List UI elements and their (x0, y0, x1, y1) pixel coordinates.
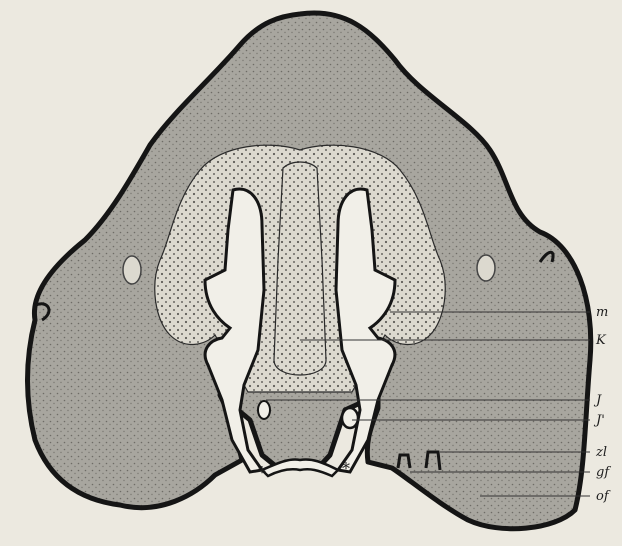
lateral-vessel-right (477, 255, 495, 281)
marker-star-left: * (258, 463, 266, 482)
label-J: J (593, 393, 602, 408)
label-m: m (596, 305, 608, 320)
vomeronasal-organ-left (258, 401, 270, 419)
nasal-septum (274, 162, 326, 375)
vomeronasal-organ-right (342, 408, 358, 428)
label-zl: zl (595, 445, 607, 460)
label-K: K (595, 333, 607, 348)
marker-star-right: * (342, 459, 350, 478)
lateral-vessel-left (123, 256, 141, 284)
label-gf: gf (596, 465, 611, 480)
label-J-prime: J' (593, 413, 605, 428)
label-of: of (596, 489, 611, 504)
